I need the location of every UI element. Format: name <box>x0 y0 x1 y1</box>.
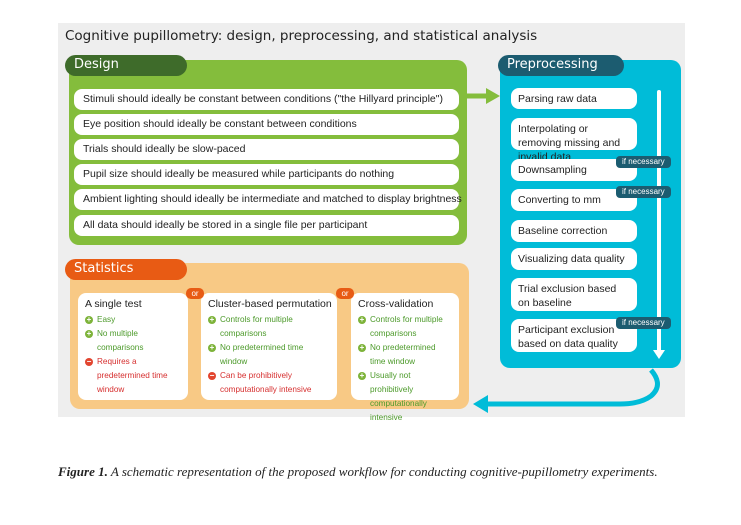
design-item: Stimuli should ideally be constant betwe… <box>74 89 459 110</box>
plus-icon: + <box>358 343 366 352</box>
design-item: Trials should ideally be slow-paced <box>74 139 459 160</box>
pro-point: + Usually not prohibitively computational… <box>358 369 452 425</box>
preprocessing-step: Converting to mm <box>511 189 637 211</box>
figure-panel: Cognitive pupillometry: design, preproce… <box>58 23 685 422</box>
caption-label: Figure 1. <box>58 464 108 479</box>
design-item: Ambient lighting should ideally be inter… <box>74 189 462 210</box>
statistics-method-card: Cross-validation + Controls for multiple c… <box>351 293 459 422</box>
point-text: Requires a predetermined time window <box>97 357 168 394</box>
point-text: Controls for multiple comparisons <box>370 315 443 338</box>
point-text: Easy <box>97 315 116 324</box>
plus-icon: + <box>358 371 366 380</box>
statistics-heading: Statistics <box>65 259 187 280</box>
plus-icon: + <box>85 329 93 338</box>
statistics-method-title: Cluster-based permutation <box>208 298 332 310</box>
preprocessing-step: Trial exclusion based on baseline <box>511 278 637 311</box>
preprocessing-section <box>500 60 681 368</box>
plus-icon: + <box>208 343 216 352</box>
design-item: All data should ideally be stored in a s… <box>74 215 459 236</box>
if-necessary-tag: if necessary <box>616 186 671 198</box>
plus-icon: + <box>358 315 366 324</box>
pro-point: + No multiple comparisons <box>85 327 181 355</box>
minus-icon: − <box>208 371 216 380</box>
or-badge: or <box>186 288 204 299</box>
statistics-method-card: Cluster-based permutation + Controls for m… <box>201 293 337 400</box>
preprocessing-step: Downsampling <box>511 159 637 181</box>
or-badge: or <box>336 288 354 299</box>
preprocessing-to-statistics-arrow <box>473 368 660 413</box>
point-text: No multiple comparisons <box>97 329 144 352</box>
point-text: No predetermined time window <box>220 343 304 366</box>
figure-title: Cognitive pupillometry: design, preproce… <box>65 28 538 44</box>
pro-point: + Easy <box>85 313 181 327</box>
preprocessing-heading: Preprocessing <box>498 55 624 76</box>
con-point: −Can be prohibitively computationally in… <box>208 369 330 397</box>
pro-point: + Controls for multiple comparisons <box>358 313 452 341</box>
preprocessing-step: Interpolating or removing missing and in… <box>511 118 637 163</box>
design-heading: Design <box>65 55 187 76</box>
preprocessing-step: Participant exclusion based on data qual… <box>511 319 637 352</box>
point-text: No predetermined time window <box>370 343 436 366</box>
preprocessing-flow-line <box>657 90 661 352</box>
caption-text: A schematic representation of the propos… <box>110 464 658 479</box>
point-text: Can be prohibitively computationally int… <box>220 371 312 394</box>
con-point: −Requires a predetermined time window <box>85 355 181 397</box>
point-text: Usually not prohibitively computationall… <box>370 371 427 422</box>
statistics-method-title: Cross-validation <box>358 298 434 310</box>
preprocessing-step: Baseline correction <box>511 220 637 242</box>
plus-icon: + <box>85 315 93 324</box>
minus-icon: − <box>85 357 93 366</box>
preprocessing-flow-arrowhead <box>653 350 665 359</box>
pro-point: + Controls for multiple comparisons <box>208 313 330 341</box>
statistics-method-title: A single test <box>85 298 142 310</box>
figure-caption: Figure 1. A schematic representation of … <box>58 456 698 488</box>
statistics-method-card: A single test + Easy + No multiple compariso… <box>78 293 188 400</box>
preprocessing-step: Visualizing data quality <box>511 248 637 270</box>
pro-point: + No predetermined time window <box>358 341 452 369</box>
plus-icon: + <box>208 315 216 324</box>
design-to-preprocessing-arrow <box>467 88 500 104</box>
preprocessing-step: Parsing raw data <box>511 88 637 109</box>
if-necessary-tag: if necessary <box>616 317 671 329</box>
design-item: Pupil size should ideally be measured wh… <box>74 164 459 185</box>
design-item: Eye position should ideally be constant … <box>74 114 459 135</box>
point-text: Controls for multiple comparisons <box>220 315 293 338</box>
pro-point: + No predetermined time window <box>208 341 330 369</box>
if-necessary-tag: if necessary <box>616 156 671 168</box>
